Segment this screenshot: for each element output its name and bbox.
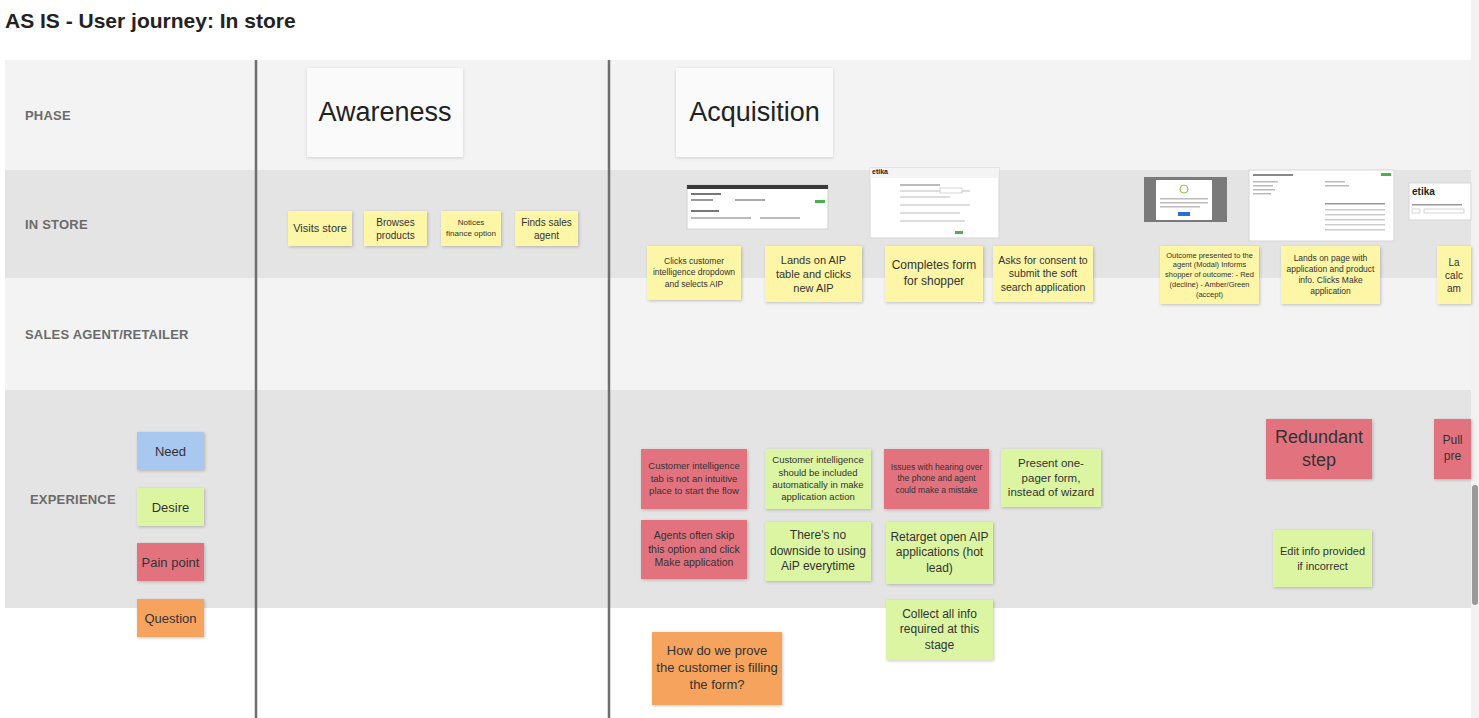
- note-text: Clicks customer intelligence dropdown an…: [651, 256, 737, 289]
- legend-swatch: Question: [137, 599, 204, 637]
- sticky-note: There's no downside to using AiP everyti…: [765, 522, 871, 581]
- divider-line: [608, 60, 611, 718]
- screenshot-thumbnail: [870, 168, 999, 238]
- note-text: Customer intelligence tab is not an intu…: [645, 460, 743, 497]
- screenshot-thumbnail: [1249, 170, 1394, 241]
- note-text: Redundant step: [1270, 426, 1368, 473]
- lane-label: PHASE: [25, 108, 71, 123]
- sticky-note: How do we prove the customer is filling …: [652, 632, 782, 705]
- sticky-note: Lands on AIP table and clicks new AIP: [765, 246, 862, 302]
- legend-text: Need: [155, 444, 186, 459]
- note-text: Asks for consent to submit the soft sear…: [997, 254, 1089, 295]
- note-text: Edit info provided if incorrect: [1277, 544, 1368, 573]
- screenshot-thumbnail: [687, 185, 828, 229]
- note-text: La calc am: [1441, 256, 1467, 295]
- sticky-note: Collect all info required at this stage: [886, 600, 993, 660]
- divider-line: [255, 60, 258, 718]
- logo-text: etika: [1412, 186, 1435, 197]
- legend-swatch: Pain point: [137, 543, 204, 581]
- sticky-note: Visits store: [288, 211, 352, 246]
- phase-card: Acquisition: [676, 68, 833, 157]
- page-title: AS IS - User journey: In store: [5, 9, 296, 33]
- legend-text: Desire: [152, 500, 190, 515]
- note-text: How do we prove the customer is filling …: [656, 643, 778, 694]
- sticky-note: Pull pre: [1434, 419, 1471, 479]
- sticky-note: Redundant step: [1266, 419, 1372, 479]
- sticky-note: Notices finance option: [441, 211, 501, 246]
- screenshot-thumbnail: [1409, 183, 1471, 220]
- sticky-note: Browses products: [364, 211, 427, 246]
- note-text: Retarget open AIP applications (hot lead…: [890, 530, 989, 577]
- note-text: Agents often skip this option and click …: [645, 529, 743, 570]
- note-text: Visits store: [293, 221, 347, 235]
- sticky-note: Outcome presented to the agent (Modal) I…: [1160, 246, 1259, 304]
- note-text: Outcome presented to the agent (Modal) I…: [1164, 251, 1255, 300]
- swimlane-band: IN STORE Visits store Browses products Noti…: [5, 170, 1471, 278]
- note-text: Lands on page with application and produ…: [1285, 253, 1376, 297]
- note-text: Completes form for shopper: [889, 258, 979, 289]
- legend-swatch: Need: [137, 432, 204, 470]
- sticky-note: Asks for consent to submit the soft sear…: [993, 246, 1093, 302]
- lane-label: SALES AGENT/RETAILER: [25, 327, 189, 342]
- lane-label: EXPERIENCE: [30, 492, 116, 507]
- legend-text: Pain point: [142, 555, 200, 570]
- sticky-note: Customer intelligence tab is not an intu…: [641, 449, 747, 509]
- note-text: Collect all info required at this stage: [890, 607, 989, 654]
- swimlane-band: EXPERIENCE Customer intelligence tab is n…: [5, 390, 1471, 608]
- note-text: Lands on AIP table and clicks new AIP: [769, 253, 858, 296]
- note-text: Pull pre: [1438, 433, 1467, 464]
- note-text: Finds sales agent: [519, 216, 574, 242]
- logo-text: etika: [872, 168, 888, 175]
- note-text: Notices finance option: [445, 218, 497, 239]
- scrollbar-track: [1471, 0, 1479, 718]
- scrollbar-thumb: [1472, 485, 1478, 605]
- sticky-note: Edit info provided if incorrect: [1273, 530, 1372, 587]
- sticky-note: La calc am: [1437, 246, 1471, 304]
- sticky-note: Agents often skip this option and click …: [641, 520, 747, 579]
- sticky-note: Issues with hearing over the phone and a…: [884, 449, 989, 509]
- note-text: Customer intelligence should be included…: [769, 454, 867, 503]
- note-text: Awareness: [318, 95, 451, 130]
- swimlane-band: PHASE Awareness Acquisition: [5, 60, 1471, 170]
- legend-swatch: Desire: [137, 488, 204, 526]
- lane-label: IN STORE: [25, 217, 88, 232]
- note-text: Browses products: [368, 216, 423, 242]
- sticky-note: Customer intelligence should be included…: [765, 449, 871, 509]
- legend-text: Question: [144, 611, 196, 626]
- note-text: There's no downside to using AiP everyti…: [769, 528, 867, 575]
- note-text: Acquisition: [689, 95, 820, 130]
- note-text: Present one-pager form, instead of wizar…: [1005, 456, 1097, 501]
- sticky-note: Clicks customer intelligence dropdown an…: [647, 246, 741, 300]
- sticky-note: Lands on page with application and produ…: [1281, 246, 1380, 304]
- sticky-note: Present one-pager form, instead of wizar…: [1001, 449, 1101, 507]
- sticky-note: Completes form for shopper: [885, 246, 983, 302]
- sticky-note: Finds sales agent: [515, 211, 578, 246]
- screenshot-thumbnail: [1144, 177, 1227, 222]
- note-text: Issues with hearing over the phone and a…: [888, 462, 985, 495]
- phase-card: Awareness: [307, 68, 463, 157]
- sticky-note: Retarget open AIP applications (hot lead…: [886, 522, 993, 584]
